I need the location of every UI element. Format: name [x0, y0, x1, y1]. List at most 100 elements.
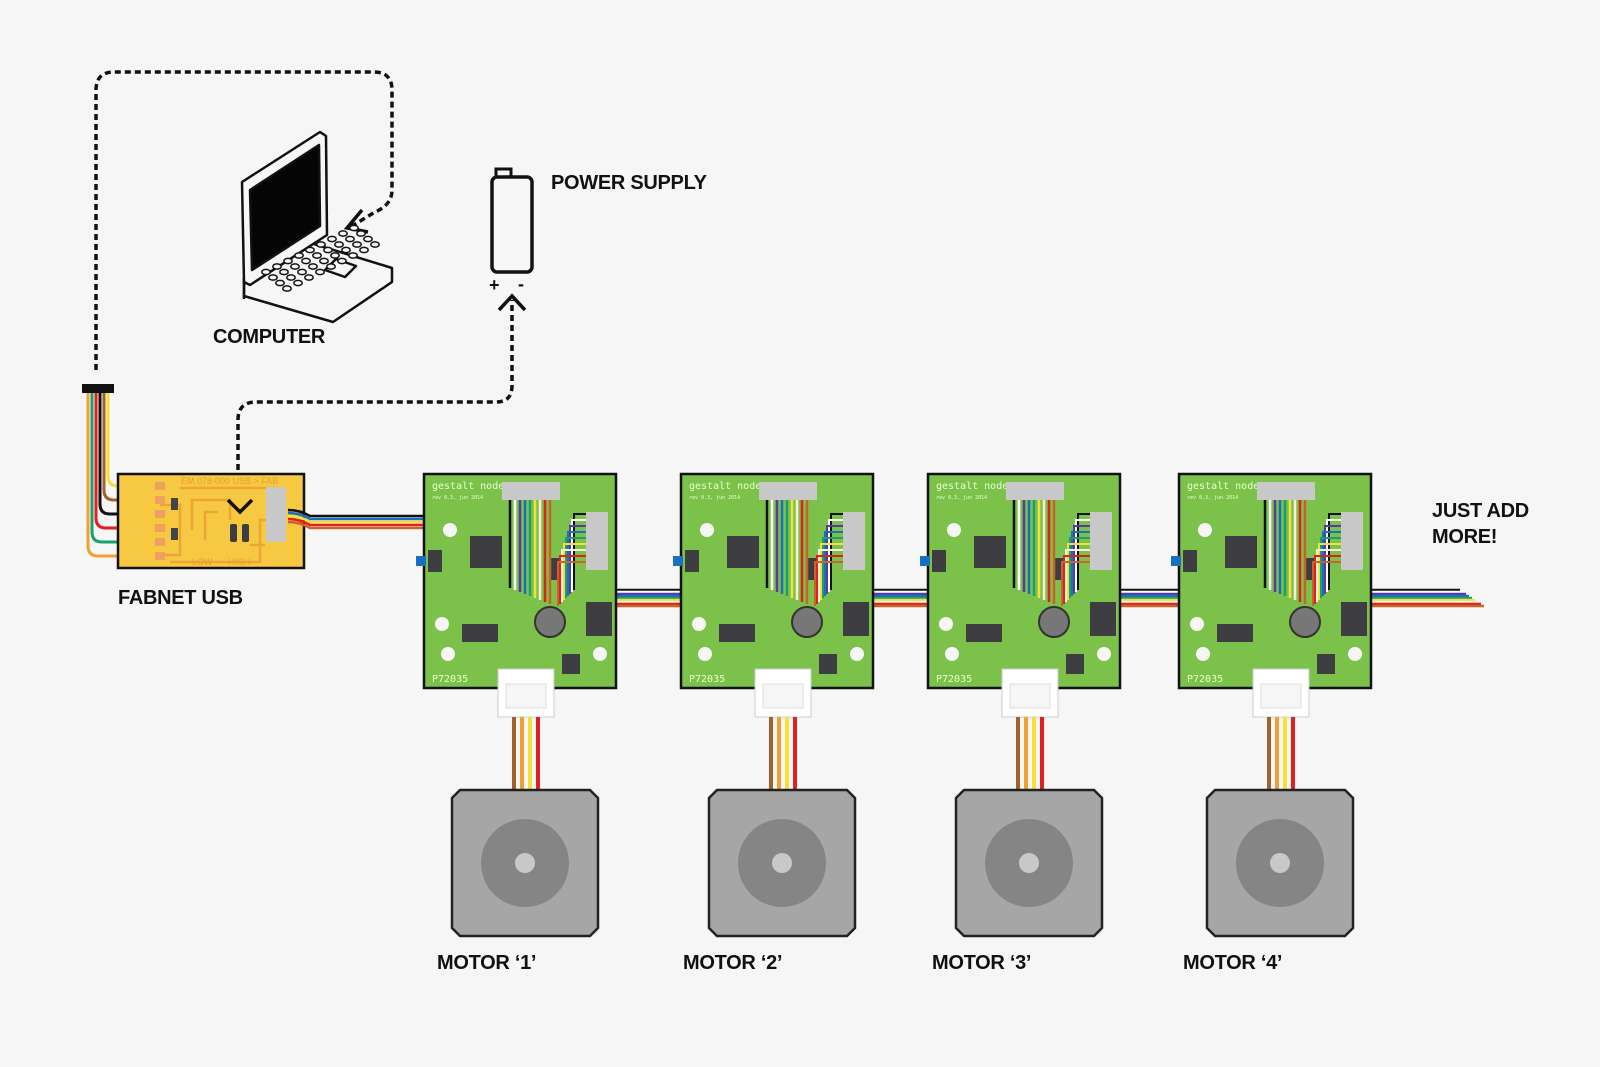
- regulator: [586, 602, 612, 636]
- power-plus-label: +: [489, 275, 500, 295]
- power-jack-tab: [1171, 556, 1181, 566]
- mounting-hole: [698, 647, 712, 661]
- side-wire: [565, 537, 586, 598]
- motor-shaft: [515, 853, 535, 873]
- driver-chip: [966, 624, 1002, 642]
- power-jack-tab: [920, 556, 930, 566]
- motor-connector-inner: [762, 683, 804, 709]
- side-wire: [571, 519, 586, 592]
- node-revision: rev 0.3, jun 2014: [689, 495, 740, 501]
- side-wire: [822, 537, 843, 598]
- jumper-low-label: LOW: [192, 557, 213, 567]
- mounting-hole: [1097, 647, 1111, 661]
- laptop-key: [268, 274, 278, 281]
- driver-chip: [719, 624, 755, 642]
- power-link: [236, 293, 527, 510]
- laptop-key: [294, 252, 304, 259]
- node-id: P72035: [432, 674, 468, 685]
- laptop-key: [316, 241, 326, 248]
- node-title: gestalt node: [689, 481, 761, 492]
- mounting-hole: [441, 647, 455, 661]
- side-wire: [1318, 543, 1341, 600]
- mounting-hole: [947, 523, 961, 537]
- small-chip: [1066, 654, 1084, 674]
- laptop-key: [338, 230, 348, 237]
- power-jack: [428, 550, 442, 572]
- fabnet-wire: [86, 393, 160, 558]
- top-header: [759, 482, 817, 500]
- laptop-key: [308, 263, 318, 270]
- motor-label-3: MOTOR ‘3’: [932, 952, 1032, 974]
- side-wire: [1061, 561, 1090, 606]
- mounting-hole: [939, 617, 953, 631]
- side-wire: [1073, 525, 1090, 594]
- driver-chip: [1217, 624, 1253, 642]
- laptop-key: [337, 257, 347, 265]
- laptop-key: [327, 235, 337, 243]
- motor-shaft: [1270, 853, 1290, 873]
- node-title: gestalt node: [1187, 481, 1259, 492]
- side-wire: [1320, 537, 1341, 598]
- laptop-key: [349, 224, 359, 232]
- usb-node-wire: [287, 520, 540, 530]
- laptop-key: [261, 268, 271, 276]
- regulator: [1341, 602, 1367, 636]
- side-wire: [1312, 561, 1341, 606]
- power-jack: [1183, 550, 1197, 572]
- side-wire: [828, 519, 843, 592]
- small-chip: [1317, 654, 1335, 674]
- node-title: gestalt node: [432, 481, 504, 492]
- side-wire: [559, 555, 586, 604]
- motor-label-2: MOTOR ‘2’: [683, 952, 783, 974]
- mounting-hole: [945, 647, 959, 661]
- laptop-key: [282, 285, 292, 292]
- node-id: P72035: [1187, 674, 1223, 685]
- arrow-icon: [497, 293, 527, 312]
- driver-chip: [462, 624, 498, 642]
- power-jack-tab: [416, 556, 426, 566]
- mounting-hole: [1190, 617, 1204, 631]
- mcu-chip: [1225, 536, 1257, 568]
- mounting-hole: [850, 647, 864, 661]
- side-header: [1090, 512, 1112, 570]
- mounting-hole: [1198, 523, 1212, 537]
- laptop-key: [305, 246, 315, 254]
- node-revision: rev 0.3, jun 2014: [432, 495, 483, 501]
- node-title: gestalt node: [936, 481, 1008, 492]
- laptop-key: [330, 252, 340, 259]
- mounting-hole: [1348, 647, 1362, 661]
- usb-node-wire: [287, 511, 540, 521]
- mounting-hole: [700, 523, 714, 537]
- battery-icon: [490, 167, 534, 274]
- power-jack: [685, 550, 699, 572]
- usb-node-wire: [287, 508, 540, 518]
- side-wire: [563, 543, 586, 600]
- side-wire: [1324, 525, 1341, 594]
- laptop-key: [272, 263, 282, 270]
- fabnet-wire: [102, 393, 160, 502]
- side-wire: [1316, 549, 1341, 602]
- usb-node-wire: [287, 514, 540, 524]
- laptop-key: [286, 274, 296, 281]
- laptop-key: [312, 252, 322, 259]
- capacitor: [1038, 606, 1070, 638]
- laptop-key: [304, 274, 314, 281]
- fabnet-wire: [94, 393, 160, 530]
- side-wire: [573, 513, 586, 590]
- side-header: [1341, 512, 1363, 570]
- ftdi-connector: [82, 384, 114, 393]
- laptop-icon: [240, 130, 394, 324]
- side-wire: [814, 561, 843, 606]
- laptop-key: [345, 235, 355, 243]
- small-chip: [819, 654, 837, 674]
- side-wire: [1071, 531, 1090, 596]
- motor-shaft: [1019, 853, 1039, 873]
- laptop-key: [323, 246, 333, 254]
- fabnet-wire: [90, 393, 160, 544]
- mcu-chip: [974, 536, 1006, 568]
- jumper-high-label: HIGH: [228, 557, 251, 567]
- laptop-key: [315, 268, 325, 276]
